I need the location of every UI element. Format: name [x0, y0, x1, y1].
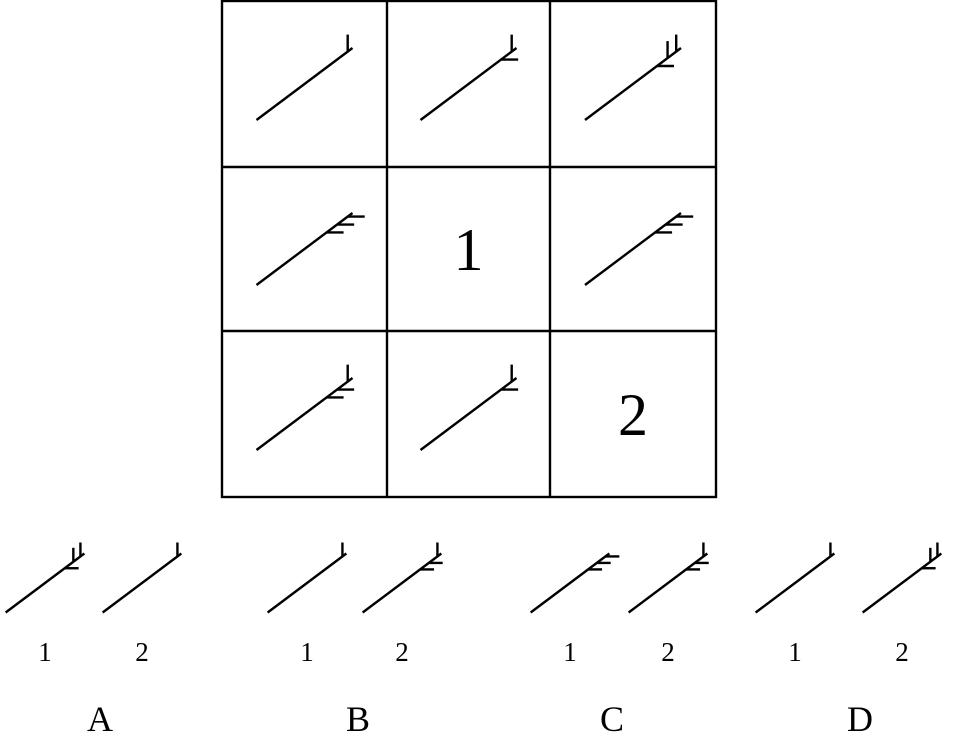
- main-stroke: [419, 377, 518, 451]
- stroke-figure: [419, 34, 519, 121]
- puzzle-grid: [220, 0, 718, 499]
- option-item-number: 1: [300, 637, 314, 667]
- stroke-figure: [584, 34, 682, 121]
- stroke-figure: [361, 542, 443, 614]
- option-letter: C: [600, 699, 624, 739]
- main-stroke: [754, 552, 836, 614]
- main-stroke: [419, 47, 518, 121]
- main-stroke: [4, 552, 86, 614]
- option-item-number: 2: [395, 637, 409, 667]
- grid-figures: 12: [255, 34, 694, 451]
- option-item-number: 2: [135, 637, 149, 667]
- main-stroke: [101, 552, 183, 614]
- missing-cell-label: 1: [454, 217, 484, 283]
- main-stroke: [584, 47, 682, 121]
- option-item-number: 1: [38, 637, 52, 667]
- option-item-number: 1: [788, 637, 802, 667]
- main-stroke: [584, 212, 682, 286]
- stroke-figure: [101, 542, 183, 614]
- stroke-figure: [266, 542, 348, 614]
- answer-options: 1 2A 1 2B 1 2C 1 2D: [4, 542, 943, 739]
- stroke-figure: [255, 212, 365, 286]
- stroke-figure: [4, 542, 86, 614]
- stroke-figure: [255, 364, 355, 451]
- option-letter: D: [847, 699, 873, 739]
- main-stroke: [255, 212, 354, 286]
- stroke-figure: [584, 212, 694, 286]
- option-item-number: 2: [895, 637, 909, 667]
- main-stroke: [255, 47, 354, 121]
- grid-border: [220, 0, 718, 499]
- main-stroke: [627, 552, 709, 614]
- stroke-figure: [627, 542, 709, 614]
- option-a[interactable]: 1 2A: [4, 542, 183, 739]
- main-stroke: [361, 552, 443, 614]
- stroke-figure: [529, 552, 620, 614]
- main-stroke: [266, 552, 348, 614]
- option-letter: B: [346, 699, 370, 739]
- main-stroke: [255, 377, 354, 451]
- option-letter: A: [87, 699, 113, 739]
- main-stroke: [529, 552, 611, 614]
- stroke-figure: [419, 364, 519, 451]
- option-b[interactable]: 1 2B: [266, 542, 443, 739]
- option-c[interactable]: 1 2C: [529, 542, 709, 739]
- option-item-number: 2: [661, 637, 675, 667]
- stroke-figure: [255, 34, 354, 121]
- main-stroke: [861, 552, 943, 614]
- option-item-number: 1: [563, 637, 577, 667]
- stroke-figure: [754, 542, 836, 614]
- option-d[interactable]: 1 2D: [754, 542, 943, 739]
- stroke-figure: [861, 542, 943, 614]
- missing-cell-label: 2: [618, 382, 648, 448]
